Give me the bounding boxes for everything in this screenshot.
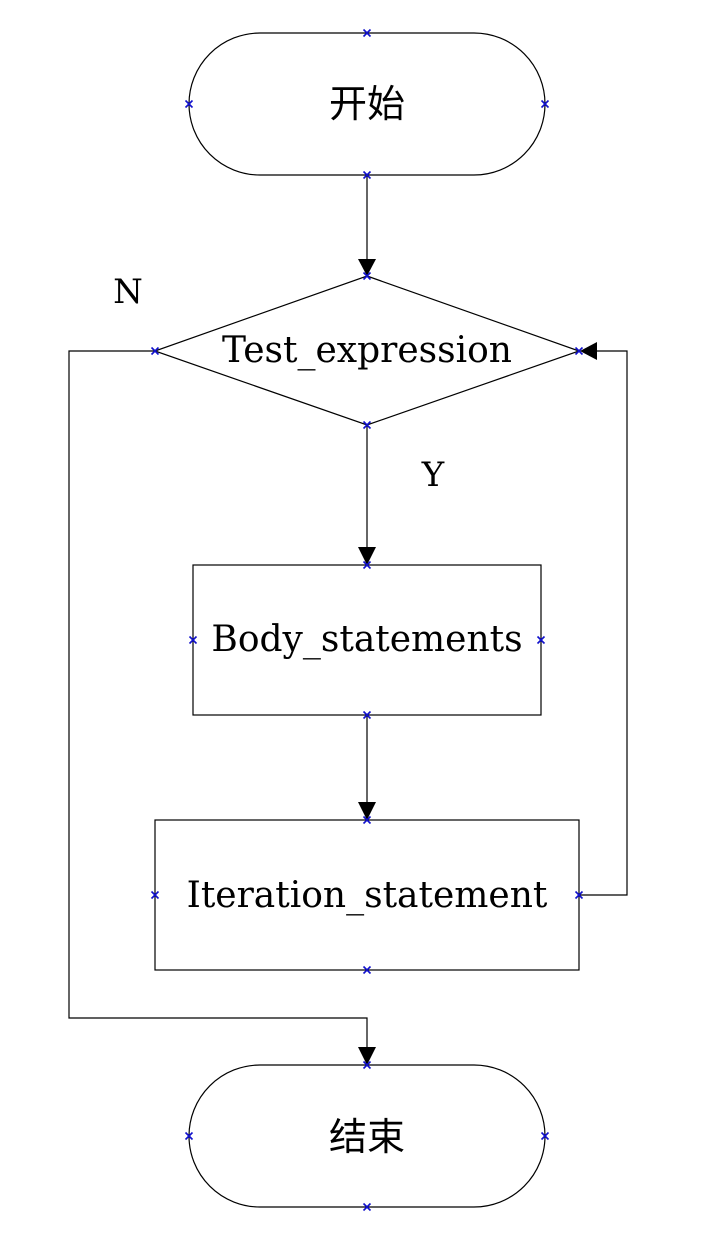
port-marker <box>362 710 372 720</box>
iteration-node: Iteration_statement <box>154 819 580 971</box>
port-marker <box>184 99 194 109</box>
port-marker <box>574 890 584 900</box>
arrowhead-end-top <box>358 1047 376 1065</box>
port-marker <box>150 890 160 900</box>
connection-ports <box>150 28 584 1212</box>
port-marker <box>362 170 372 180</box>
edge-decision-no-to-end <box>68 350 368 1048</box>
start-node: 开始 <box>188 32 546 176</box>
end-label: 结束 <box>329 1115 405 1159</box>
end-node: 结束 <box>188 1064 546 1208</box>
port-marker <box>150 346 160 356</box>
body-node: Body_statements <box>192 564 542 716</box>
port-marker <box>362 815 372 825</box>
port-marker <box>540 1131 550 1141</box>
arrowhead-iteration-top <box>358 802 376 820</box>
port-marker <box>540 99 550 109</box>
yes-branch-label: Y <box>421 455 445 495</box>
edges <box>68 175 628 1065</box>
decision-node: Test_expression <box>153 275 581 426</box>
iteration-label: Iteration_statement <box>187 875 548 916</box>
arrowhead-body-top <box>358 547 376 565</box>
decision-label: Test_expression <box>222 330 512 371</box>
port-marker <box>362 965 372 975</box>
port-marker <box>188 635 198 645</box>
arrowhead-decision-right <box>580 342 597 360</box>
port-marker <box>184 1131 194 1141</box>
port-marker <box>362 1202 372 1212</box>
port-marker <box>362 420 372 430</box>
port-marker <box>362 1060 372 1070</box>
port-marker <box>362 560 372 570</box>
port-marker <box>574 346 584 356</box>
port-marker <box>536 635 546 645</box>
body-label: Body_statements <box>211 619 522 660</box>
port-marker <box>362 28 372 38</box>
port-marker <box>362 271 372 281</box>
start-label: 开始 <box>329 82 405 126</box>
no-branch-label: N <box>113 272 143 312</box>
arrowhead-decision-top <box>358 259 376 276</box>
edge-iteration-loop-back <box>579 350 628 896</box>
